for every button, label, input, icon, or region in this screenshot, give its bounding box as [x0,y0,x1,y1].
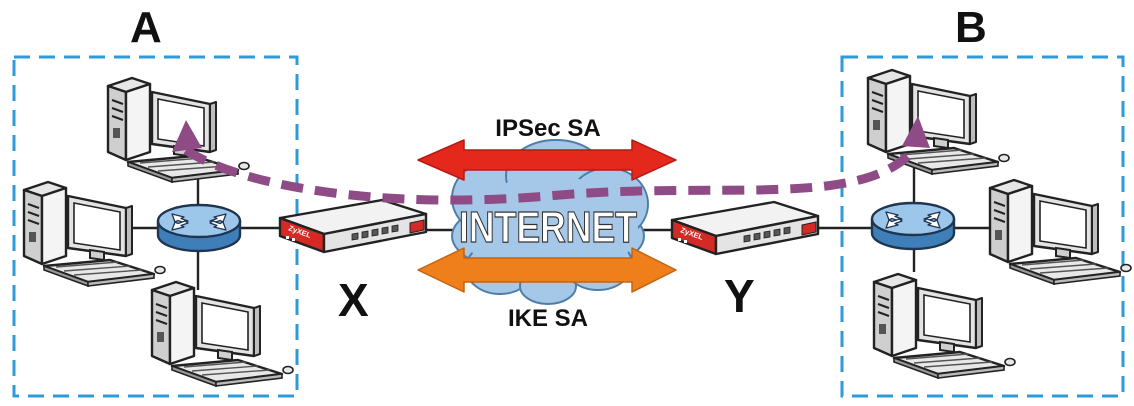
site-a-computer-bottom [150,280,295,388]
network-links [132,160,990,290]
ike-sa-arrow [417,247,677,293]
gateway-y-label: Y [724,270,755,322]
ipsec-sa-arrow [417,139,677,181]
gateway-x-appliance-icon [278,198,428,254]
traffic-path-arrowhead-a [172,120,202,152]
gateway-x-label: X [338,274,369,326]
site-b-label: B [955,3,987,52]
site-b-computer-top [866,68,1011,176]
site-a-router-icon [156,203,242,253]
site-b-computer-right [988,178,1133,286]
traffic-path [183,146,918,205]
site-a-label: A [130,3,162,52]
gateway-y-appliance-icon [670,200,820,256]
traffic-path-arrowhead-b [902,116,930,148]
site-b-boundary [840,55,1125,398]
site-b-router-icon [870,201,956,251]
ike-sa-label: IKE SA [508,305,588,332]
site-a-computer-left [22,180,167,288]
internet-label: INTERNET [459,203,637,252]
site-b-computer-bottom [872,272,1017,380]
ipsec-sa-label: IPSec SA [495,115,600,142]
